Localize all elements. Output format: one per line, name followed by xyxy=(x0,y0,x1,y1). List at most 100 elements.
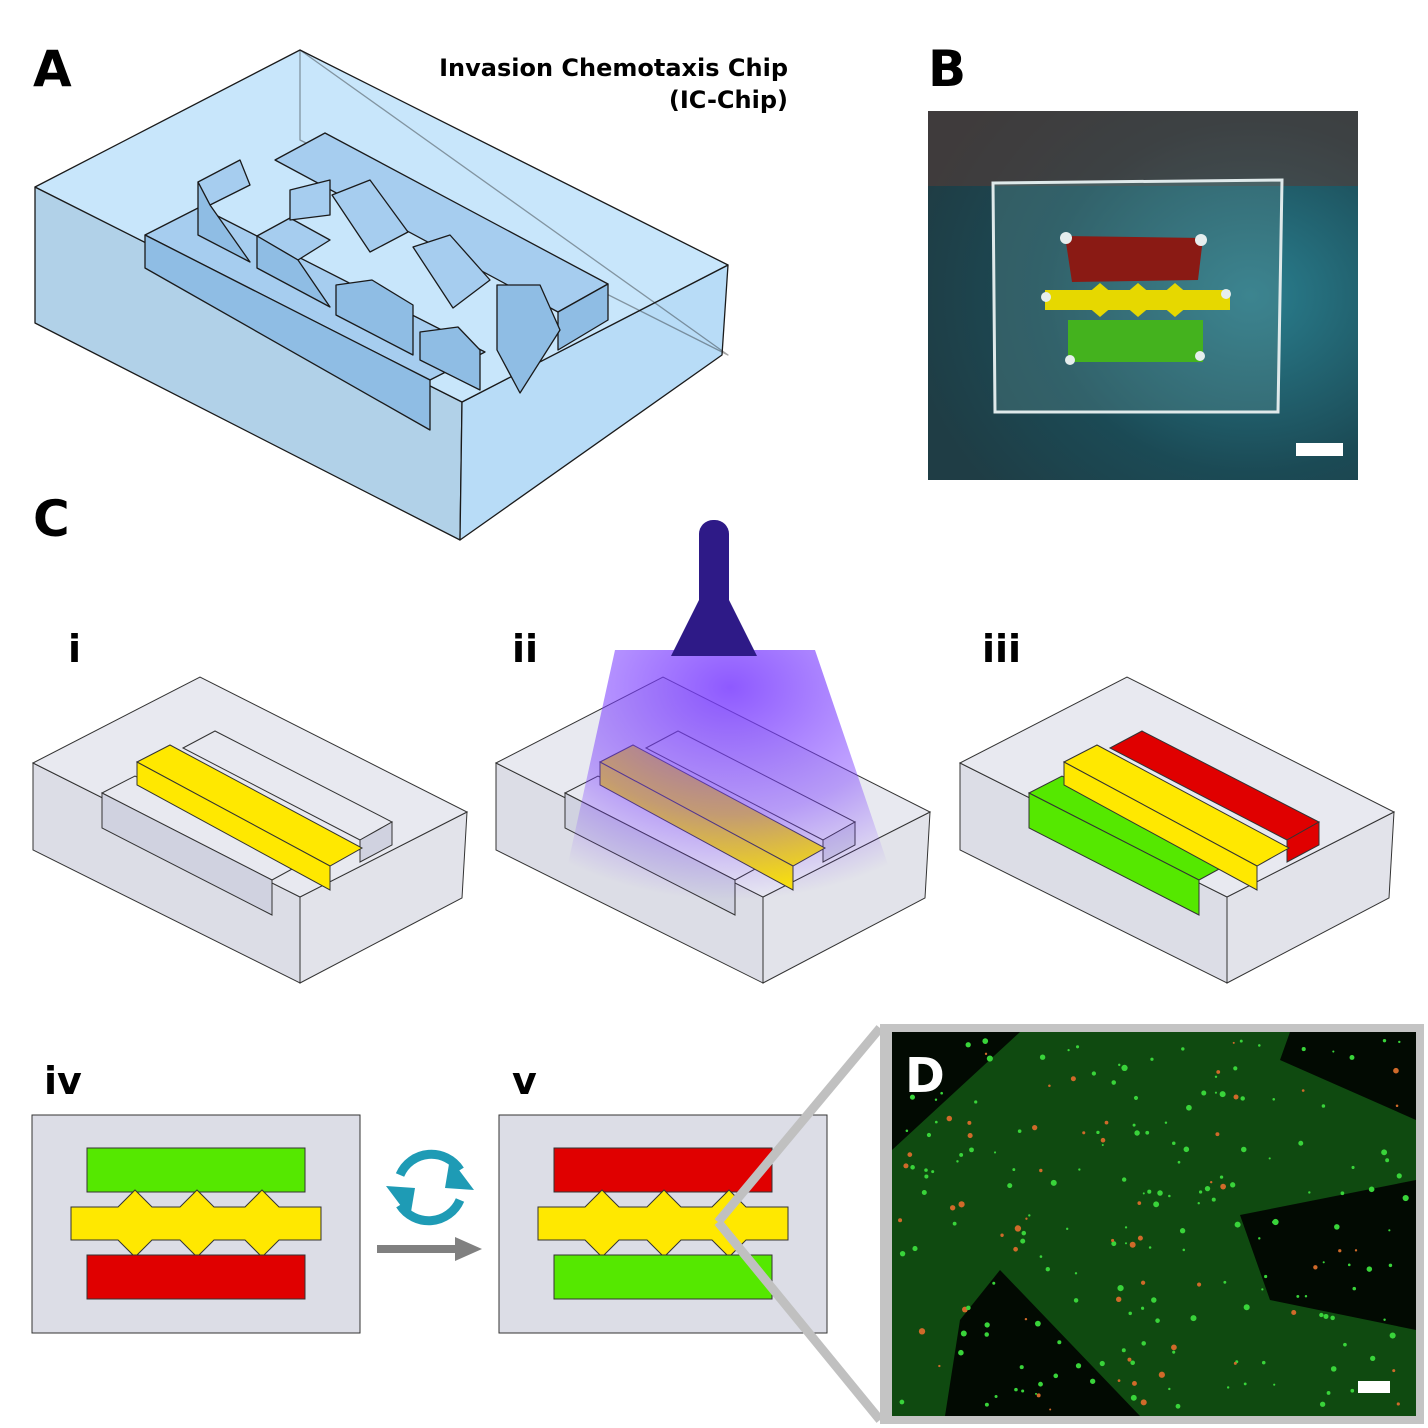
cell-dot xyxy=(1124,1226,1128,1229)
cell-dot xyxy=(1313,1265,1318,1270)
cell-dot xyxy=(1017,1129,1022,1133)
cell-dot xyxy=(1067,1049,1070,1052)
cell-dot xyxy=(918,1328,926,1335)
cell-dot xyxy=(1111,1238,1115,1243)
cell-dot xyxy=(993,1151,997,1154)
cell-dot xyxy=(1039,1255,1043,1258)
cell-dot xyxy=(1090,1378,1096,1384)
cell-dot xyxy=(1354,1249,1358,1252)
cell-dot xyxy=(1157,1190,1163,1196)
cell-dot xyxy=(1239,1039,1243,1043)
cell-dot xyxy=(1175,1403,1181,1409)
chip-title-line2: (IC-Chip) xyxy=(669,86,788,114)
panel-label-a: A xyxy=(33,40,72,98)
cell-dot xyxy=(1172,1350,1176,1354)
cell-dot xyxy=(1385,1158,1390,1163)
cell-dot xyxy=(1215,1132,1220,1137)
cell-dot xyxy=(1137,1201,1142,1205)
cell-dot xyxy=(1338,1249,1342,1253)
cell-dot xyxy=(982,1038,989,1044)
cell-dot xyxy=(1036,1393,1041,1398)
cell-dot xyxy=(1000,1233,1004,1237)
step-label-iv: iv xyxy=(44,1059,82,1103)
cell-dot xyxy=(1111,1080,1117,1085)
cell-dot xyxy=(960,1330,967,1337)
cell-dot xyxy=(967,1120,972,1125)
cell-dot xyxy=(1388,1229,1391,1232)
cell-dot xyxy=(1124,1242,1128,1245)
cell-dot xyxy=(1021,1389,1025,1393)
cell-dot xyxy=(1020,1238,1026,1244)
cell-dot xyxy=(1032,1124,1038,1131)
cell-dot xyxy=(1100,1137,1106,1143)
cell-dot xyxy=(1132,1380,1137,1386)
cell-dot xyxy=(984,1332,989,1337)
cell-dot xyxy=(899,1250,906,1257)
cell-dot xyxy=(1147,1189,1152,1194)
cell-dot xyxy=(1024,1317,1028,1321)
chip-title-line1: Invasion Chemotaxis Chip xyxy=(439,54,788,82)
cell-dot xyxy=(1013,1246,1018,1252)
cell-dot xyxy=(1045,1266,1050,1272)
panel-label-c: C xyxy=(33,490,70,548)
cell-dot xyxy=(959,1152,964,1157)
cell-dot xyxy=(1197,1282,1202,1287)
cell-dot xyxy=(1150,1057,1154,1061)
cell-dot xyxy=(1214,1075,1218,1078)
cell-dot xyxy=(1168,1387,1171,1391)
cell-dot xyxy=(1066,1227,1069,1231)
cell-dot xyxy=(1301,1089,1305,1092)
cell-dot xyxy=(1389,1332,1396,1339)
cell-dot xyxy=(1396,1173,1402,1179)
cell-dot xyxy=(1308,1191,1311,1194)
cell-dot xyxy=(984,1322,990,1328)
cell-dot xyxy=(1014,1387,1018,1392)
cell-dot xyxy=(967,1133,973,1139)
cell-dot xyxy=(1321,1104,1326,1108)
cell-dot xyxy=(1111,1241,1117,1247)
cell-dot xyxy=(1393,1067,1399,1074)
cell-dot xyxy=(1145,1130,1150,1135)
cell-dot xyxy=(1392,1369,1396,1373)
cell-dot xyxy=(924,1174,929,1179)
cell-dot xyxy=(1078,1168,1081,1171)
cell-dot xyxy=(1388,1263,1393,1268)
cell-dot xyxy=(1117,1379,1121,1383)
cell-dot xyxy=(992,1281,996,1285)
cell-dot xyxy=(1021,1230,1027,1236)
cell-dot xyxy=(1240,1096,1245,1101)
cell-dot xyxy=(934,1120,938,1124)
cell-dot xyxy=(1366,1266,1373,1272)
cell-dot xyxy=(1323,1313,1329,1319)
cell-dot xyxy=(1233,1361,1237,1365)
cell-dot xyxy=(898,1218,903,1223)
cell-dot xyxy=(1301,1047,1306,1052)
top-view-iv xyxy=(31,1114,361,1334)
cell-dot xyxy=(899,1399,905,1405)
cell-dot xyxy=(1233,1094,1239,1100)
cell-dot xyxy=(1171,1344,1177,1351)
cell-dot xyxy=(1383,1318,1386,1321)
cell-dot xyxy=(1319,1312,1324,1318)
panel-label-d: D xyxy=(905,1048,945,1104)
cell-dot xyxy=(1240,1146,1247,1153)
cell-dot xyxy=(1035,1392,1038,1395)
cell-dot xyxy=(1132,1123,1136,1127)
cell-dot xyxy=(1296,1294,1300,1298)
cell-dot xyxy=(1272,1097,1276,1101)
cell-dot xyxy=(1121,1348,1126,1353)
cell-dot xyxy=(965,1042,971,1048)
cell-dot xyxy=(1096,1130,1100,1135)
cell-dot xyxy=(1101,1144,1104,1147)
chip-3d-diagram xyxy=(34,49,729,541)
cell-dot xyxy=(1007,1183,1013,1189)
cell-dot xyxy=(949,1205,956,1211)
cell-dot xyxy=(1172,1141,1176,1145)
cell-dot xyxy=(994,1394,998,1398)
cell-dot xyxy=(1204,1185,1211,1192)
cell-dot xyxy=(1151,1297,1157,1303)
cell-dot xyxy=(1233,1066,1238,1071)
cell-dot xyxy=(1053,1373,1059,1379)
cell-dot xyxy=(1039,1168,1043,1173)
